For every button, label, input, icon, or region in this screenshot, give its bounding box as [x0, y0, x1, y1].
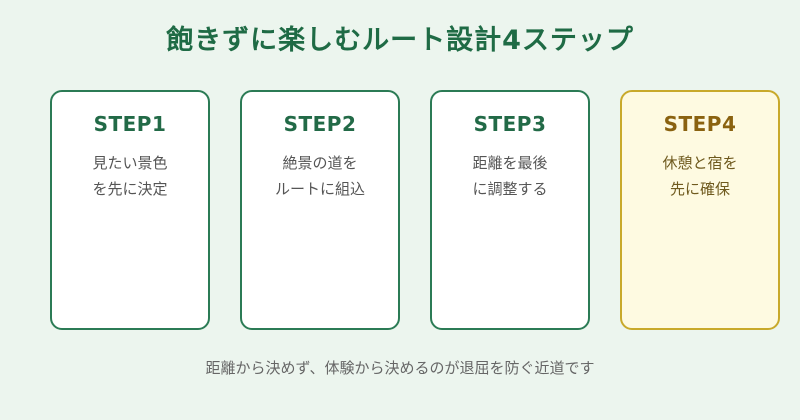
step-card-4-highlighted: STEP4 休憩と宿を 先に確保 — [620, 90, 780, 330]
footnote: 距離から決めず、体験から決めるのが退屈を防ぐ近道です — [205, 359, 595, 377]
step-text-line: ルートに組込 — [274, 180, 365, 198]
step-label: STEP3 — [473, 112, 547, 136]
step-text-line: 見たい景色 — [92, 154, 168, 172]
step-label: STEP1 — [93, 112, 167, 136]
step-card-1: STEP1 見たい景色 を先に決定 — [50, 90, 210, 330]
step-text-line: 休憩と宿を — [662, 154, 738, 172]
step-text-line: 絶景の道を — [282, 154, 358, 172]
diagram-title: 飽きずに楽しむルート設計4ステップ — [166, 25, 634, 56]
step-text-line: 先に確保 — [669, 180, 730, 198]
step-text-line: 距離を最後 — [472, 154, 548, 172]
step-cards: STEP1 見たい景色 を先に決定 STEP2 絶景の道を ルートに組込 STE… — [50, 90, 780, 330]
step-label: STEP4 — [663, 112, 737, 136]
step-text-line: を先に決定 — [92, 180, 168, 198]
step-text-line: に調整する — [472, 180, 548, 198]
step-label: STEP2 — [283, 112, 357, 136]
step-card-3: STEP3 距離を最後 に調整する — [430, 90, 590, 330]
step-card-2: STEP2 絶景の道を ルートに組込 — [240, 90, 400, 330]
